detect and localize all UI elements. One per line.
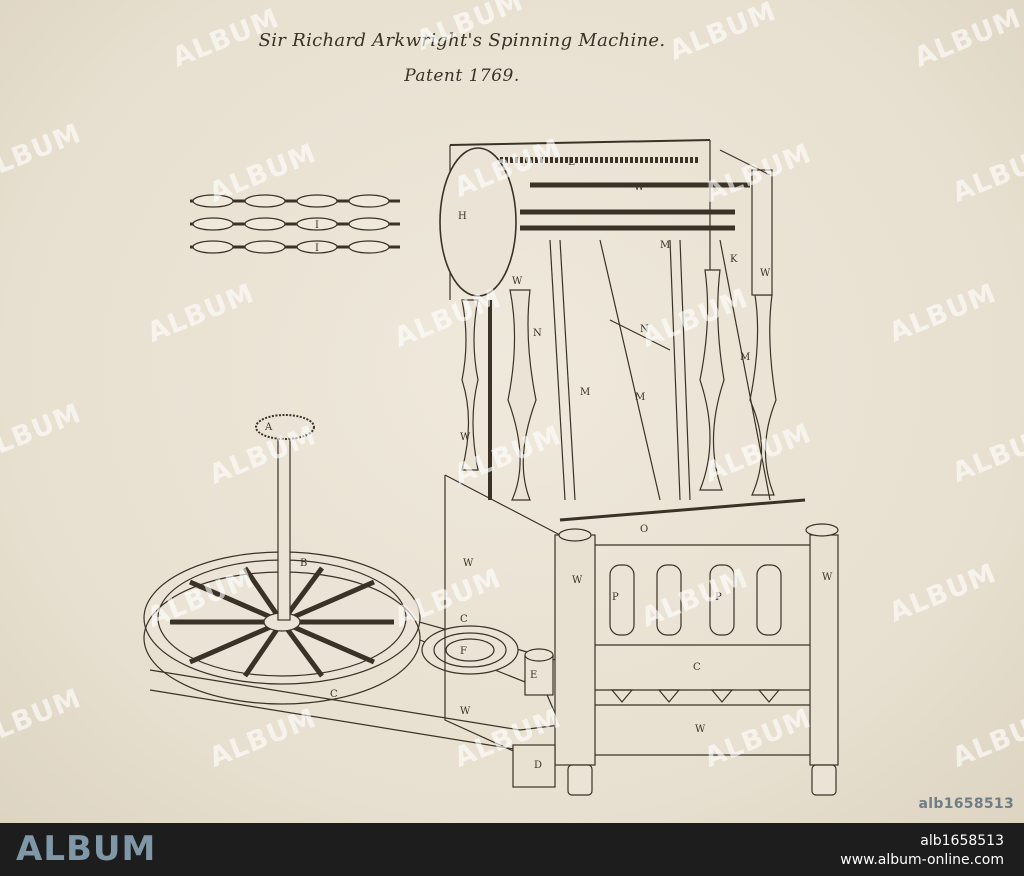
part-labels: A B C C C D E F H I I K L M M M M N N O … — [264, 157, 833, 771]
machine-engraving: A B C C C D E F H I I K L M M M M N N O … — [143, 139, 839, 796]
upright-shaft — [255, 414, 315, 621]
engraving-plate: Sir Richard Arkwright's Spinning Machine… — [0, 0, 1024, 823]
label-i2: I — [315, 243, 319, 254]
label-i: I — [315, 220, 319, 231]
bobbin-2 — [190, 217, 400, 231]
label-d: D — [534, 760, 542, 771]
label-w8: W — [695, 724, 706, 735]
label-w5: W — [572, 575, 583, 586]
label-w1: W — [512, 276, 523, 287]
plate-subtitle: Patent 1769. — [404, 66, 520, 86]
detached-bobbins — [190, 194, 400, 254]
label-e: E — [530, 670, 537, 681]
footer-image-id: alb1658513 — [920, 833, 1004, 849]
label-k: K — [730, 254, 738, 265]
label-w4: W — [463, 558, 474, 569]
label-b: B — [300, 558, 307, 569]
label-n2: N — [640, 324, 649, 335]
label-o: O — [640, 524, 648, 535]
label-w2: W — [760, 268, 771, 279]
label-c2: C — [460, 614, 468, 625]
label-w3: W — [460, 432, 471, 443]
label-m4: M — [740, 352, 750, 363]
label-a: A — [264, 422, 273, 433]
label-w7: W — [460, 706, 471, 717]
label-m2: M — [635, 392, 645, 403]
label-p: P — [612, 592, 619, 603]
label-c: C — [330, 689, 338, 700]
label-n: N — [533, 328, 542, 339]
machine-frame — [439, 139, 839, 796]
pulleys — [421, 625, 554, 696]
label-w9: W — [634, 182, 645, 193]
bobbin-1 — [190, 194, 400, 208]
label-h: H — [458, 211, 467, 222]
footer-url-link[interactable]: www.album-online.com — [840, 852, 1004, 868]
bobbin-3 — [190, 240, 400, 254]
label-m: M — [580, 387, 590, 398]
label-l: L — [568, 157, 575, 168]
label-w6: W — [822, 572, 833, 583]
label-m3: M — [660, 240, 670, 251]
album-logo[interactable]: ALBUM — [16, 829, 157, 869]
label-c3: C — [693, 662, 701, 673]
plate-title: Sir Richard Arkwright's Spinning Machine… — [258, 30, 666, 51]
image-id-corner: alb1658513 — [918, 796, 1014, 812]
label-p2: P — [715, 592, 722, 603]
footer-bar: ALBUM alb1658513 www.album-online.com — [0, 823, 1024, 876]
label-f: F — [460, 646, 467, 657]
